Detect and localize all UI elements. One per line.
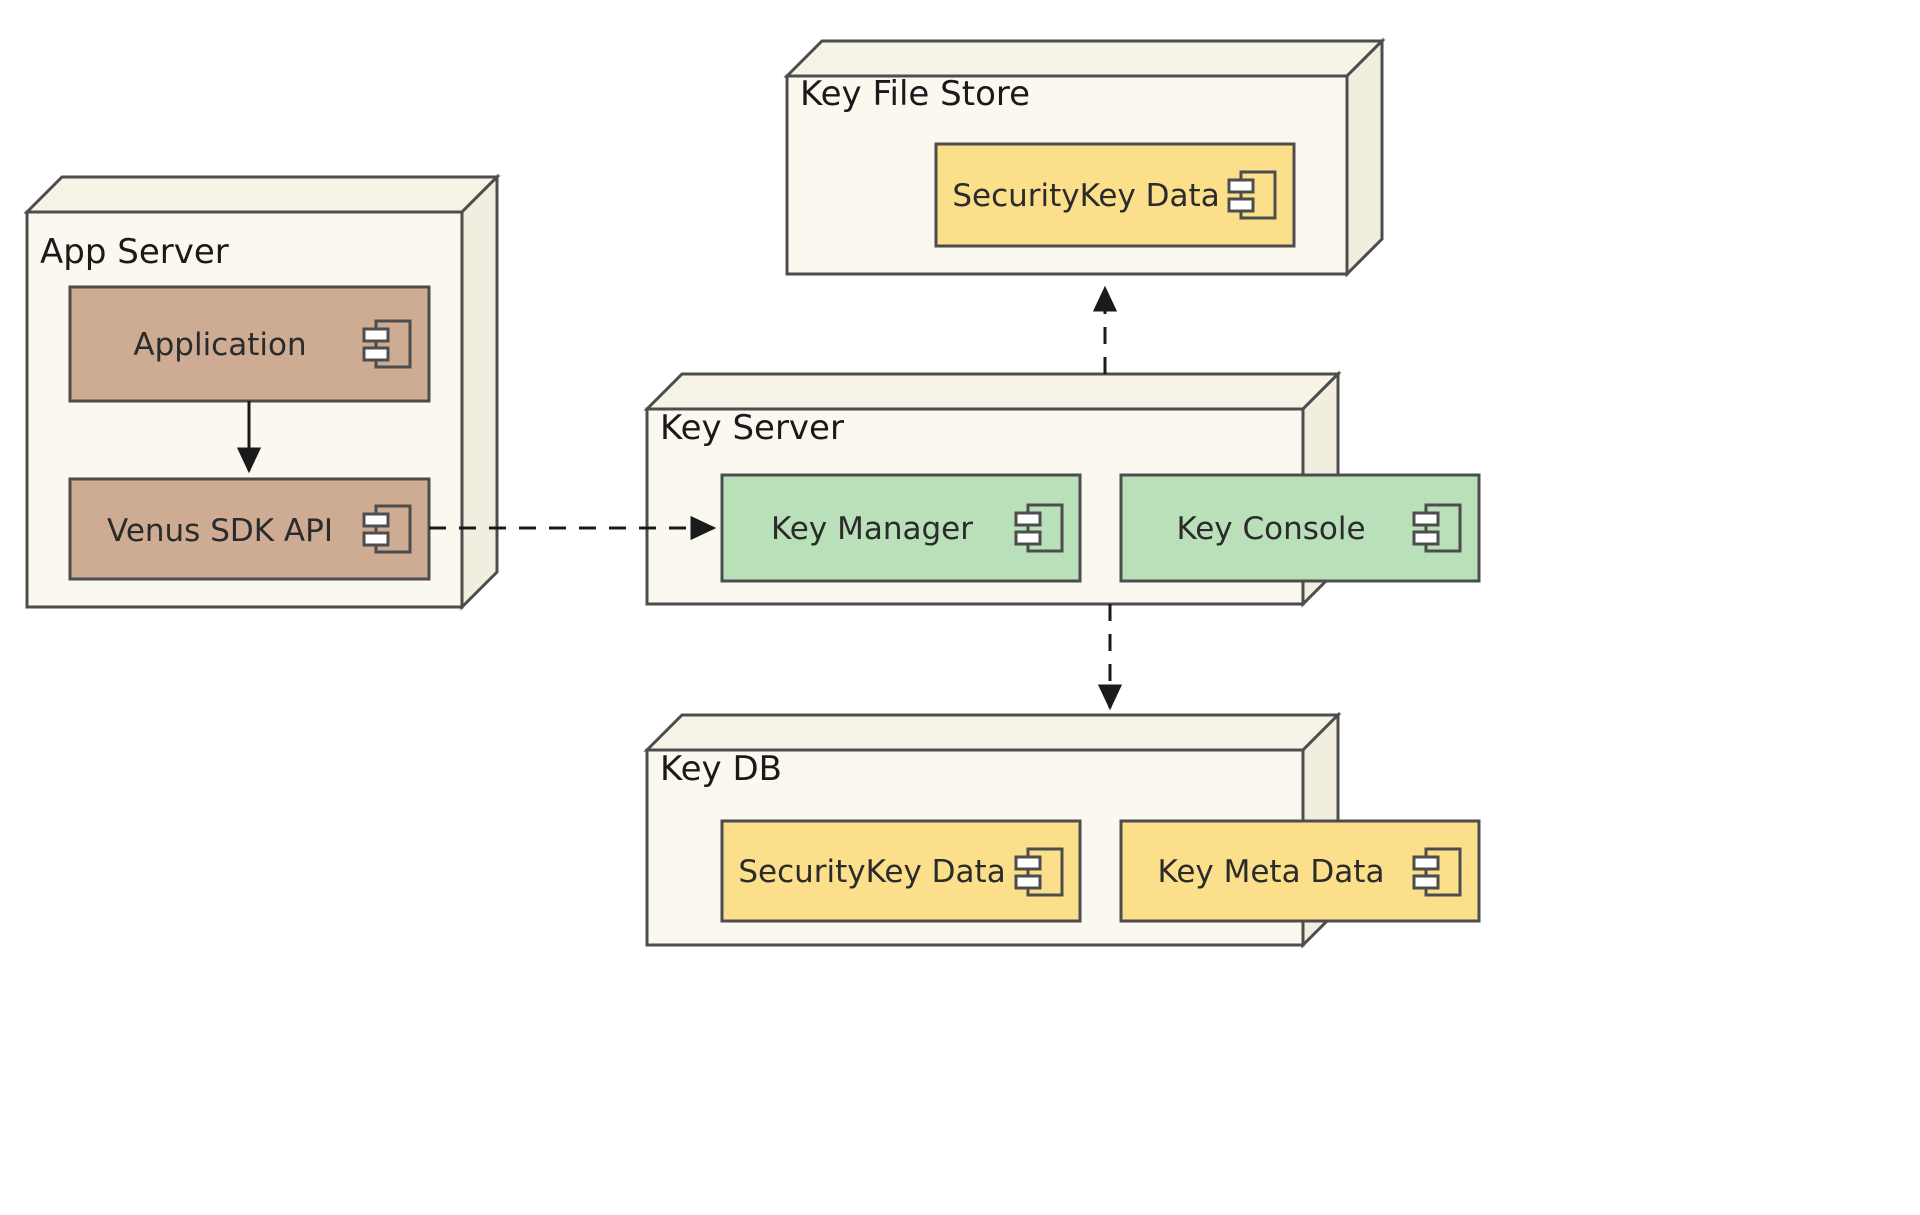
component-kdb-key-meta-data-body <box>1119 819 1481 923</box>
component-kfs-securitykey-data-label: SecurityKey Data <box>952 178 1220 214</box>
node-key-file-store-top-face <box>783 39 1386 78</box>
node-key-server-top-face <box>643 372 1342 411</box>
node-key-server[interactable] <box>643 370 1481 608</box>
component-kfs-securitykey-data[interactable] <box>934 142 1296 248</box>
node-key-db[interactable] <box>643 711 1481 949</box>
component-venus-sdk-api-label: Venus SDK API <box>107 513 333 549</box>
node-app-server-side-face <box>460 173 499 611</box>
node-app-server-top-face <box>23 175 501 214</box>
component-key-console-label: Key Console <box>1176 511 1366 547</box>
component-key-manager-label: Key Manager <box>771 511 973 547</box>
component-key-manager-body <box>720 473 1082 583</box>
node-key-server-label: Key Server <box>660 408 844 448</box>
node-app-server[interactable] <box>23 173 501 611</box>
node-key-db-top-face <box>643 713 1342 752</box>
node-key-file-store-side-face <box>1345 37 1384 278</box>
component-key-console-body <box>1119 473 1481 583</box>
component-kdb-key-meta-data[interactable] <box>1119 819 1481 923</box>
node-app-server-label: App Server <box>40 232 229 272</box>
node-key-file-store[interactable] <box>783 37 1386 278</box>
component-key-console[interactable] <box>1119 473 1481 583</box>
component-kdb-securitykey-data-body <box>720 819 1082 923</box>
component-key-manager[interactable] <box>720 473 1082 583</box>
component-kdb-securitykey-data-label: SecurityKey Data <box>738 854 1006 890</box>
node-key-db-label: Key DB <box>660 749 782 789</box>
component-kdb-securitykey-data[interactable] <box>720 819 1082 923</box>
component-kdb-key-meta-data-label: Key Meta Data <box>1157 854 1385 890</box>
component-kfs-securitykey-data-body <box>934 142 1296 248</box>
node-key-file-store-label: Key File Store <box>800 74 1031 114</box>
component-application-label: Application <box>133 327 307 363</box>
